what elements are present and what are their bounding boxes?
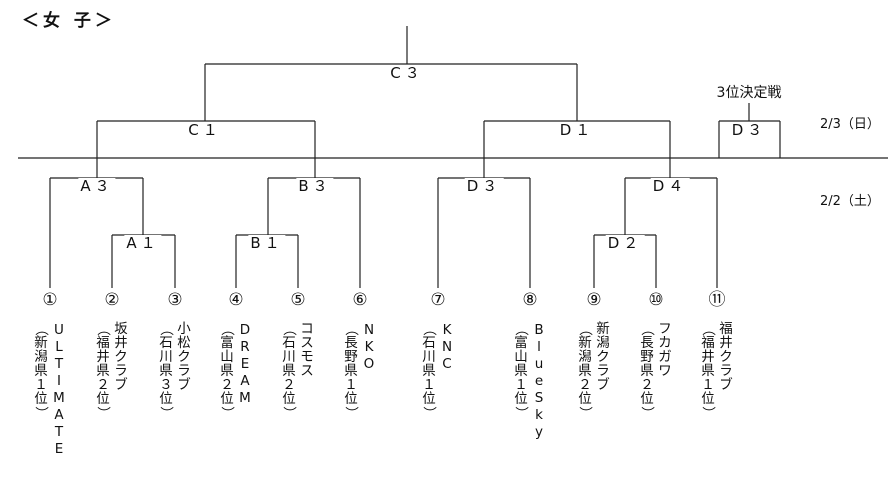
date-upper: 2/3（日） <box>820 117 880 132</box>
match-d3-label: D３ <box>464 177 504 195</box>
team-name: 小松クラブ <box>177 321 191 393</box>
team-name: フカガワ <box>658 321 672 379</box>
entry-number: ② <box>104 290 120 310</box>
entry-number: ⑤ <box>290 290 306 310</box>
match-c3-label: C３ <box>388 64 426 82</box>
match-d4-label: D４ <box>650 177 690 195</box>
page-title: ＜女 子＞ <box>22 11 116 31</box>
match-c1-label: C１ <box>186 121 224 139</box>
match-d3-third-label: D３ <box>729 121 769 139</box>
entry-number: ⑪ <box>708 290 726 310</box>
third-place-label: 3位決定戦 <box>716 85 782 101</box>
entry-number: ⑦ <box>430 290 446 310</box>
entry-number: ① <box>42 290 58 310</box>
team-name: 福井クラブ <box>719 321 733 393</box>
match-a3-label: A３ <box>78 177 116 195</box>
entry-number: ⑨ <box>586 290 602 310</box>
entry-number: ⑩ <box>648 290 664 310</box>
entry-number: ⑧ <box>522 290 538 310</box>
entry-number: ⑥ <box>352 290 368 310</box>
team-name: 新潟クラブ <box>596 321 610 393</box>
match-d2-label: D２ <box>605 234 645 252</box>
entry-number: ④ <box>228 290 244 310</box>
team-name: コスモス <box>300 321 314 379</box>
match-b3-label: B３ <box>296 177 334 195</box>
entry-number: ③ <box>167 290 183 310</box>
match-a1-label: A１ <box>124 234 162 252</box>
match-d1-label: D１ <box>557 121 597 139</box>
date-lower: 2/2（土） <box>820 194 880 209</box>
team-name: 坂井クラブ <box>114 321 128 393</box>
match-b1-label: B１ <box>248 234 286 252</box>
